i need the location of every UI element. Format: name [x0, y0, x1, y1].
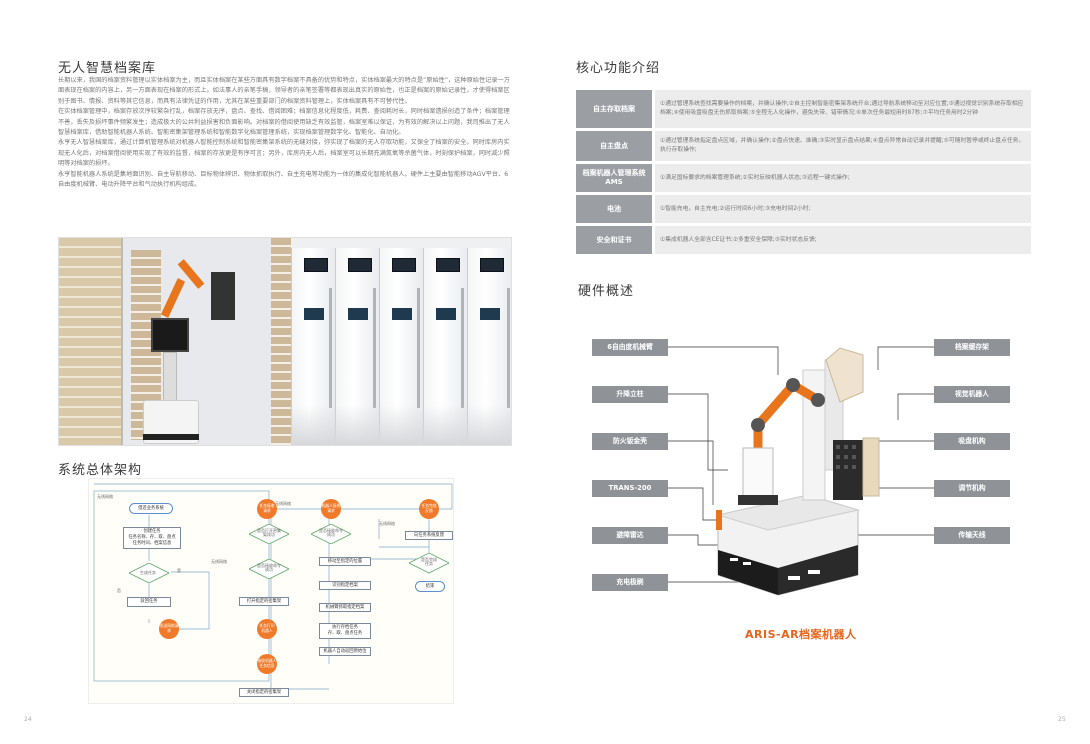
hardware-label: 档案缓存架 [934, 339, 1010, 356]
function-row: 档案机器人管理系统AMS ①满足国标要求的档案管理系统;②实时反映机器人状态;③… [576, 164, 1031, 192]
flow-node: 任务打印 机器人 [257, 619, 277, 639]
hardware-diagram: 6自由度机械臂 升降立柱 防火钣金壳 TRANS-200 避障雷达 充电极刷 档… [578, 330, 1028, 630]
flow-start: 借还业务系统 [129, 503, 173, 514]
robot-caption: ARIS-AR档案机器人 [745, 628, 857, 641]
function-name: 自主盘点 [576, 131, 652, 161]
flow-step: 识别指定档案 [319, 581, 371, 590]
page-title-archive: 无人智慧档案库 [58, 61, 157, 76]
flow-yes: 是 [177, 568, 181, 573]
functions-table: 自主存取档案 ①通过管理系统查找需要操作的档案，并确认操作;②自主控制智能密集架… [576, 90, 1031, 257]
function-name: 电池 [576, 195, 652, 223]
system-flowchart: 无线网络 无线网络 无线网络 无线网络 借还业务系统 创建任务 任务名称、存、取… [88, 478, 454, 704]
flow-step: 机械臂抓取指定档案 [319, 603, 371, 612]
functions-title: 核心功能介绍 [576, 61, 661, 76]
flow-step: 关闭指定的密集架 [239, 688, 289, 697]
function-row: 安全和证书 ①集成机器人全部含CE证书;②多重安全保障;③实时状态反馈; [576, 226, 1031, 254]
flow-create-task: 创建任务 任务名称、存、取、盘点 任务时间、档案信息 [123, 527, 181, 549]
hardware-label: 视觉机器人 [934, 386, 1010, 403]
flow-label: 无线网络 [275, 501, 291, 506]
flow-step: 移动至指定的位置 [319, 557, 371, 566]
hardware-label: 充电极刷 [592, 574, 668, 591]
hardware-title: 硬件概述 [578, 284, 635, 299]
function-name: 安全和证书 [576, 226, 652, 254]
flow-decision-label: 生成任务 [140, 570, 156, 575]
flow-decision [311, 524, 351, 544]
function-desc: ①满足国标要求的档案管理系统;②实时反映机器人状态;③远程一键式操作; [655, 164, 1031, 192]
function-desc: ①智能充电，自主充电;②运行时间6小时;③充电时间2小时; [655, 195, 1031, 223]
function-desc: ①集成机器人全部含CE证书;②多重安全保障;③实时状态反馈; [655, 226, 1031, 254]
flow-step: 机器人自动返回原始位 [319, 647, 371, 656]
hardware-label: 6自由度机械臂 [592, 339, 668, 356]
hardware-label: 调节机构 [934, 480, 1010, 497]
flow-decision [129, 563, 169, 583]
flow-decision-label: 是否打开密集 架成功 [257, 528, 281, 537]
flow-decision-label: 是否接收命令 成功 [257, 563, 281, 572]
robot-image [143, 259, 269, 445]
intro-paragraph: 在实体档案管理中，档案存放次序较繁杂打乱，档案存放无序，盘点、查找、借阅困难；档… [58, 108, 510, 137]
flow-node: 任务接收 请求 [257, 499, 277, 519]
hardware-label: 防火钣金壳 [592, 433, 668, 450]
flow-node: 机器人接收 请求 [321, 499, 341, 519]
intro-paragraph: 长期以来，我国的档案资料管理以实体档案为主，而且实体档案在某些方面具有数字档案不… [58, 77, 510, 105]
page-number-right: 25 [1058, 716, 1066, 723]
function-name: 自主存取档案 [576, 90, 652, 128]
intro-text: 长期以来，我国的档案资料管理以实体档案为主，而且实体档案在某些方面具有数字档案不… [58, 76, 513, 190]
hardware-label: 传输天线 [934, 527, 1010, 544]
intro-paragraph: 永亨无人智慧档案库，通过计算机管理系统对机器人智能控制系统和智能密集架系统的无缝… [58, 139, 510, 168]
flow-step: 打开指定的密集架 [239, 597, 289, 606]
flow-step: 执行存档任务 存、取、盘点任务 [319, 623, 371, 639]
hardware-label: 避障雷达 [592, 527, 668, 544]
flow-label: 无线网络 [97, 494, 113, 499]
flow-node: 接收机器人 任务信息 [257, 654, 277, 674]
flow-no: 否 [117, 588, 121, 593]
intro-paragraph: 永亨智能机器人系统是集地面识别、自主导航移动、目标物体辨识、物体抓取执行、自主充… [58, 170, 509, 189]
flow-end: 结束 [415, 581, 445, 592]
flow-node: 发送网络请求 [159, 619, 179, 639]
function-desc: ①通过管理系统指定盘点区域，并确认操作;②盘点快速、准确;③实时显示盘点结果;④… [655, 131, 1031, 161]
flow-decision-label: 是否完成 任务 [421, 557, 437, 566]
architecture-title: 系统总体架构 [58, 463, 143, 478]
flow-decision [409, 553, 449, 573]
function-row: 自主存取档案 ①通过管理系统查找需要操作的档案，并确认操作;②自主控制智能密集架… [576, 90, 1031, 128]
hardware-label: 吸盘机构 [934, 433, 1010, 450]
page-number-left: 24 [24, 716, 32, 723]
flow-decision [249, 559, 289, 579]
function-desc: ①通过管理系统查找需要操作的档案，并确认操作;②自主控制智能密集架系统开合;通过… [655, 90, 1031, 128]
flow-step: 向任务系统反馈 [405, 531, 453, 540]
flow-node: 任务完成 反馈 [419, 499, 439, 519]
flow-label: 无线网络 [379, 521, 395, 526]
robot-illustration [668, 346, 934, 596]
flow-label: 无线网络 [211, 559, 227, 564]
function-row: 自主盘点 ①通过管理系统指定盘点区域，并确认操作;②盘点快速、准确;③实时显示盘… [576, 131, 1031, 161]
hardware-label: TRANS-200 [592, 480, 668, 497]
hardware-label: 升降立柱 [592, 386, 668, 403]
flow-decision-label: 是否接收命令 成功 [319, 528, 343, 537]
flow-decision [249, 524, 289, 544]
function-name: 档案机器人管理系统AMS [576, 164, 652, 192]
archive-room-photo [58, 237, 512, 446]
flow-reject: 驳回任务 [127, 597, 171, 607]
function-row: 电池 ①智能充电，自主充电;②运行时间6小时;③充电时间2小时; [576, 195, 1031, 223]
